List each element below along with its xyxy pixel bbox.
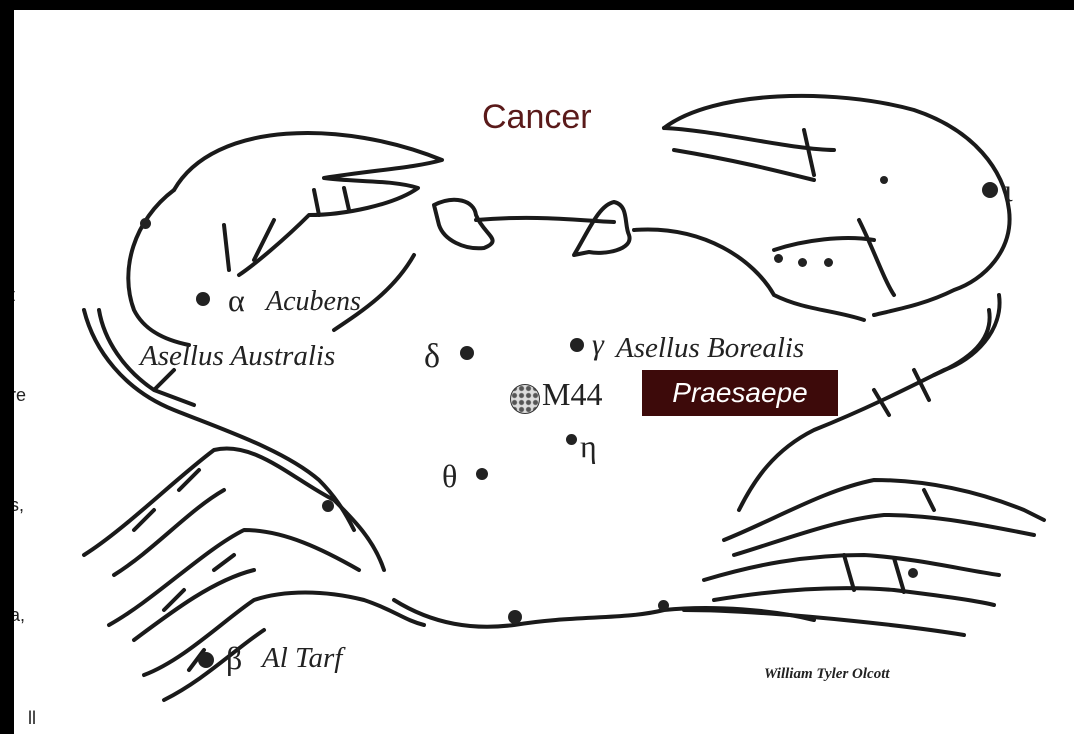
m44-designation: M44 (542, 376, 602, 413)
star-gamma-name: Asellus Borealis (616, 332, 804, 365)
minor-star-dot (880, 176, 888, 184)
constellation-chart: t re s, a, ll Cancer α Acubens Asellus A… (14, 10, 1074, 734)
star-iota-dot (982, 182, 998, 198)
side-text-fragment: ll (28, 708, 36, 729)
star-alpha-greek: α (228, 282, 245, 319)
side-text-fragment: a, (14, 605, 25, 626)
star-beta-greek: β (226, 640, 242, 677)
star-gamma-greek: γ (592, 328, 604, 362)
side-text-fragment: s, (14, 495, 24, 516)
star-gamma-dot (570, 338, 584, 352)
constellation-title: Cancer (482, 98, 592, 137)
star-theta-greek: θ (442, 458, 457, 495)
m44-cluster-icon (510, 384, 540, 414)
star-iota-greek: ι (1004, 172, 1013, 209)
star-beta-dot (198, 652, 214, 668)
side-text-fragment: re (14, 385, 26, 406)
praesaepe-label: Praesaepe (642, 370, 838, 416)
minor-star-dot (140, 218, 151, 229)
star-delta-dot (460, 346, 474, 360)
minor-star-dot (824, 258, 833, 267)
minor-star-dot (658, 600, 669, 611)
star-alpha-name: Acubens (266, 286, 361, 318)
minor-star-dot (774, 254, 783, 263)
star-theta-dot (476, 468, 488, 480)
minor-star-dot (798, 258, 807, 267)
minor-star-dot (322, 500, 334, 512)
star-delta-greek: δ (424, 338, 440, 376)
star-delta-name: Asellus Australis (140, 340, 335, 373)
star-alpha-dot (196, 292, 210, 306)
minor-star-dot (908, 568, 918, 578)
author-credit: William Tyler Olcott (764, 666, 890, 683)
side-text-fragment: t (14, 285, 15, 306)
star-beta-name: Al Tarf (262, 642, 342, 675)
minor-star-dot (508, 610, 522, 624)
star-eta-dot (566, 434, 577, 445)
star-eta-greek: η (580, 428, 597, 465)
